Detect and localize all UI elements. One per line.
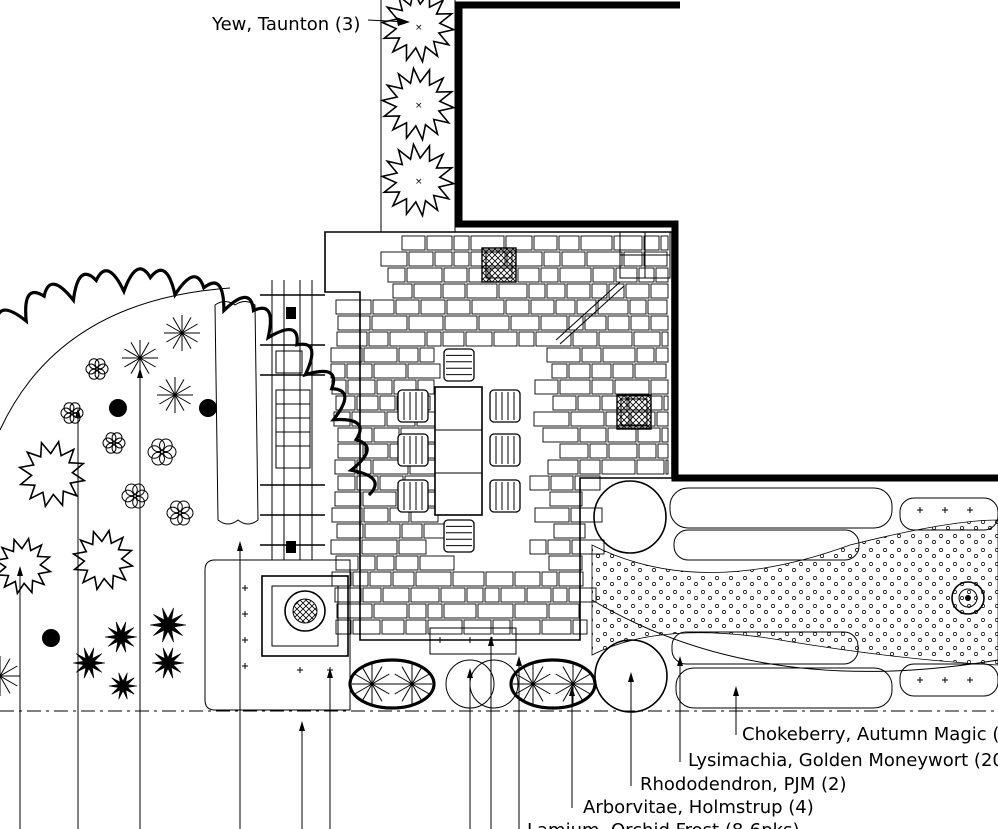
spiky-shrub — [0, 536, 53, 596]
chokeberry-beds — [669, 487, 998, 709]
yew-shrubs: × × × — [379, 0, 457, 219]
fern — [149, 607, 187, 643]
fern — [104, 621, 138, 653]
svg-text:×: × — [415, 23, 423, 33]
yew-shrub — [379, 0, 457, 65]
ornamental-grass — [122, 340, 158, 376]
chair — [489, 479, 521, 513]
label-lysimachia: Lysimachia, Golden Moneywort (20-6p — [688, 750, 998, 771]
dark-shrub — [199, 399, 217, 417]
chair — [489, 433, 521, 467]
fern — [151, 647, 185, 679]
hedge-left — [204, 301, 351, 711]
dining-chairs — [397, 348, 521, 553]
fountain-planter — [261, 575, 349, 657]
shade-tree-canopy — [0, 267, 377, 497]
ornamental-grass — [164, 315, 200, 351]
yew-shrub — [379, 141, 457, 219]
flowering-perennial — [85, 358, 109, 380]
label-rhododendron: Rhododendron, PJM (2) — [640, 774, 846, 795]
perennial-plants — [0, 315, 973, 700]
spiky-shrub — [71, 528, 135, 592]
chair — [489, 389, 521, 423]
leader-lines — [17, 17, 739, 829]
dark-shrub — [109, 399, 127, 417]
fern — [108, 672, 138, 700]
ornamental-grass — [0, 656, 20, 696]
pergola — [260, 280, 325, 560]
chair — [397, 433, 429, 467]
flowering-perennial — [166, 500, 194, 526]
flowering-perennial — [102, 432, 126, 454]
house-wall — [455, 1, 998, 482]
label-yew: Yew, Taunton (3) — [211, 14, 360, 35]
chair — [397, 479, 429, 513]
chair — [443, 519, 475, 553]
arborvitae-row — [348, 658, 597, 710]
yew-planting-strip — [380, 0, 456, 232]
fern — [72, 647, 106, 679]
dining-table — [434, 386, 483, 516]
ornamental-grass — [157, 377, 193, 413]
moneywort-groundcover — [591, 519, 998, 672]
svg-text:×: × — [415, 101, 423, 111]
chair — [397, 389, 429, 423]
chair — [443, 348, 475, 382]
label-arborvitae: Arborvitae, Holmstrup (4) — [583, 797, 814, 818]
label-chokeberry: Chokeberry, Autumn Magic (10) — [742, 724, 998, 745]
svg-text:×: × — [415, 177, 423, 187]
planter-box — [481, 247, 652, 430]
flowering-perennial — [60, 402, 84, 424]
flowering-perennial — [121, 483, 149, 509]
steps — [555, 231, 671, 345]
label-lamium: Lamium, Orchid Frost (8-6pks) — [527, 820, 800, 829]
spiky-shrub — [17, 439, 87, 509]
flowering-perennial — [147, 438, 177, 466]
dark-shrub — [42, 629, 60, 647]
yew-shrub — [379, 65, 457, 143]
